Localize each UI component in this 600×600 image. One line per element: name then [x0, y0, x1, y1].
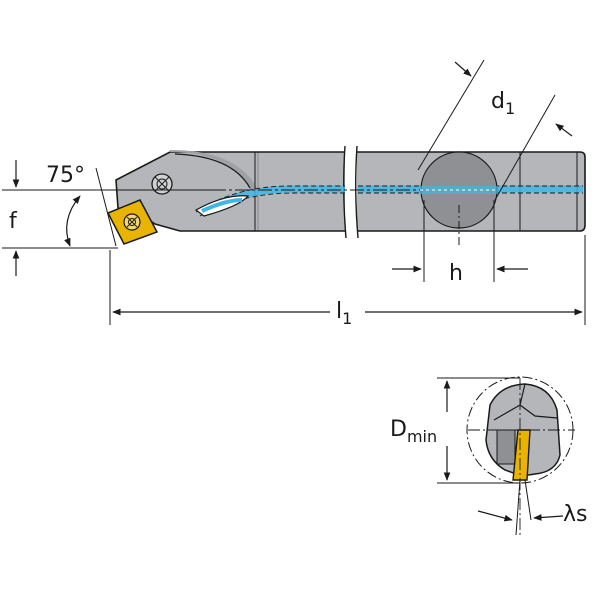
- dimension-h: [392, 200, 528, 282]
- insert: [106, 199, 159, 245]
- dimension-lambda-s: [477, 479, 564, 536]
- dimension-dmin: [437, 377, 520, 484]
- dimension-angle: [64, 167, 117, 247]
- break-marks: [343, 145, 359, 239]
- clamp-screw-icon: [151, 173, 173, 195]
- side-view: [2, 145, 586, 245]
- dimension-f: [2, 160, 118, 276]
- end-view: [466, 376, 575, 535]
- label-f: f: [9, 209, 18, 234]
- label-l1: l1: [336, 299, 352, 328]
- dimension-l1: [109, 235, 586, 325]
- end-view-insert: [512, 429, 531, 481]
- dimension-d1: [417, 59, 573, 201]
- label-lambda-s: λs: [563, 502, 587, 527]
- label-dmin: Dmin: [390, 417, 437, 446]
- label-angle: 75°: [46, 163, 85, 188]
- label-d1: d1: [491, 89, 515, 118]
- label-h: h: [449, 261, 463, 286]
